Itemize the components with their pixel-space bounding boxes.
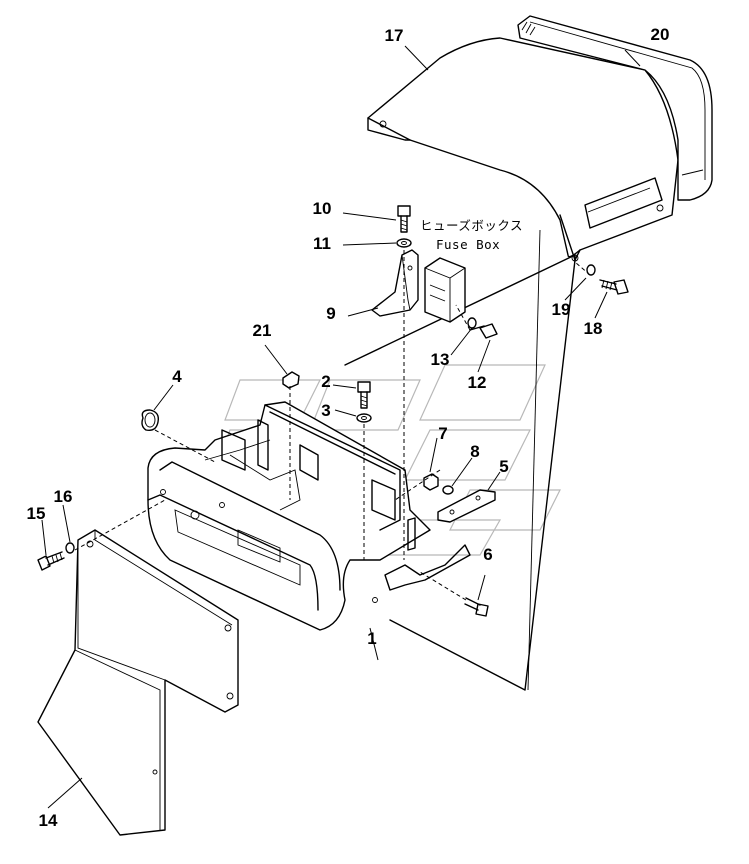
callout-11: 11 [313, 234, 331, 253]
housing-part-1 [147, 401, 471, 631]
washer-part-13 [467, 317, 477, 329]
bolt-part-18 [599, 279, 629, 295]
fuse-box-label-en: Fuse Box [436, 237, 500, 252]
grommet-part-4 [141, 409, 160, 432]
screw-part-6 [464, 597, 489, 617]
callout-8: 8 [470, 442, 479, 461]
callout-3: 3 [321, 401, 330, 420]
fuse-box [424, 257, 466, 323]
callout-21: 21 [253, 321, 272, 340]
callout-14: 14 [39, 811, 58, 830]
callout-2: 2 [321, 372, 330, 391]
top-cover-part-17 [367, 37, 679, 262]
plate-part-5 [437, 489, 496, 523]
callout-4: 4 [172, 367, 182, 386]
washer-part-8 [442, 485, 454, 495]
bolt-part-10 [397, 205, 411, 233]
lower-cover-part-14 [37, 529, 239, 836]
washer-part-3 [356, 413, 372, 423]
callout-20: 20 [651, 25, 670, 44]
callout-7: 7 [438, 424, 447, 443]
washer-part-19 [586, 264, 596, 276]
washer-part-11 [396, 238, 412, 248]
callout-13: 13 [431, 350, 450, 369]
callout-19: 19 [552, 300, 571, 319]
callout-15: 15 [27, 504, 46, 523]
leader-lines [41, 45, 641, 809]
bracket-part-9 [371, 249, 419, 317]
callout-10: 10 [313, 199, 332, 218]
washer-part-16 [65, 542, 75, 554]
callout-12: 12 [468, 373, 487, 392]
cap-part-21 [282, 371, 300, 389]
callout-5: 5 [499, 457, 508, 476]
callout-6: 6 [483, 545, 492, 564]
fuse-box-label-jp: ヒューズボックス [420, 218, 523, 233]
visor-part-20 [517, 15, 713, 201]
callout-17: 17 [385, 26, 404, 45]
nut-part-7 [423, 473, 439, 491]
callout-9: 9 [326, 304, 335, 323]
screw-part-12 [469, 323, 498, 339]
assembly-lines [74, 250, 591, 601]
callout-16: 16 [54, 487, 73, 506]
callout-18: 18 [584, 319, 603, 338]
callout-1: 1 [367, 629, 376, 648]
bolt-part-2 [357, 381, 371, 409]
bolt-part-15 [37, 551, 65, 571]
